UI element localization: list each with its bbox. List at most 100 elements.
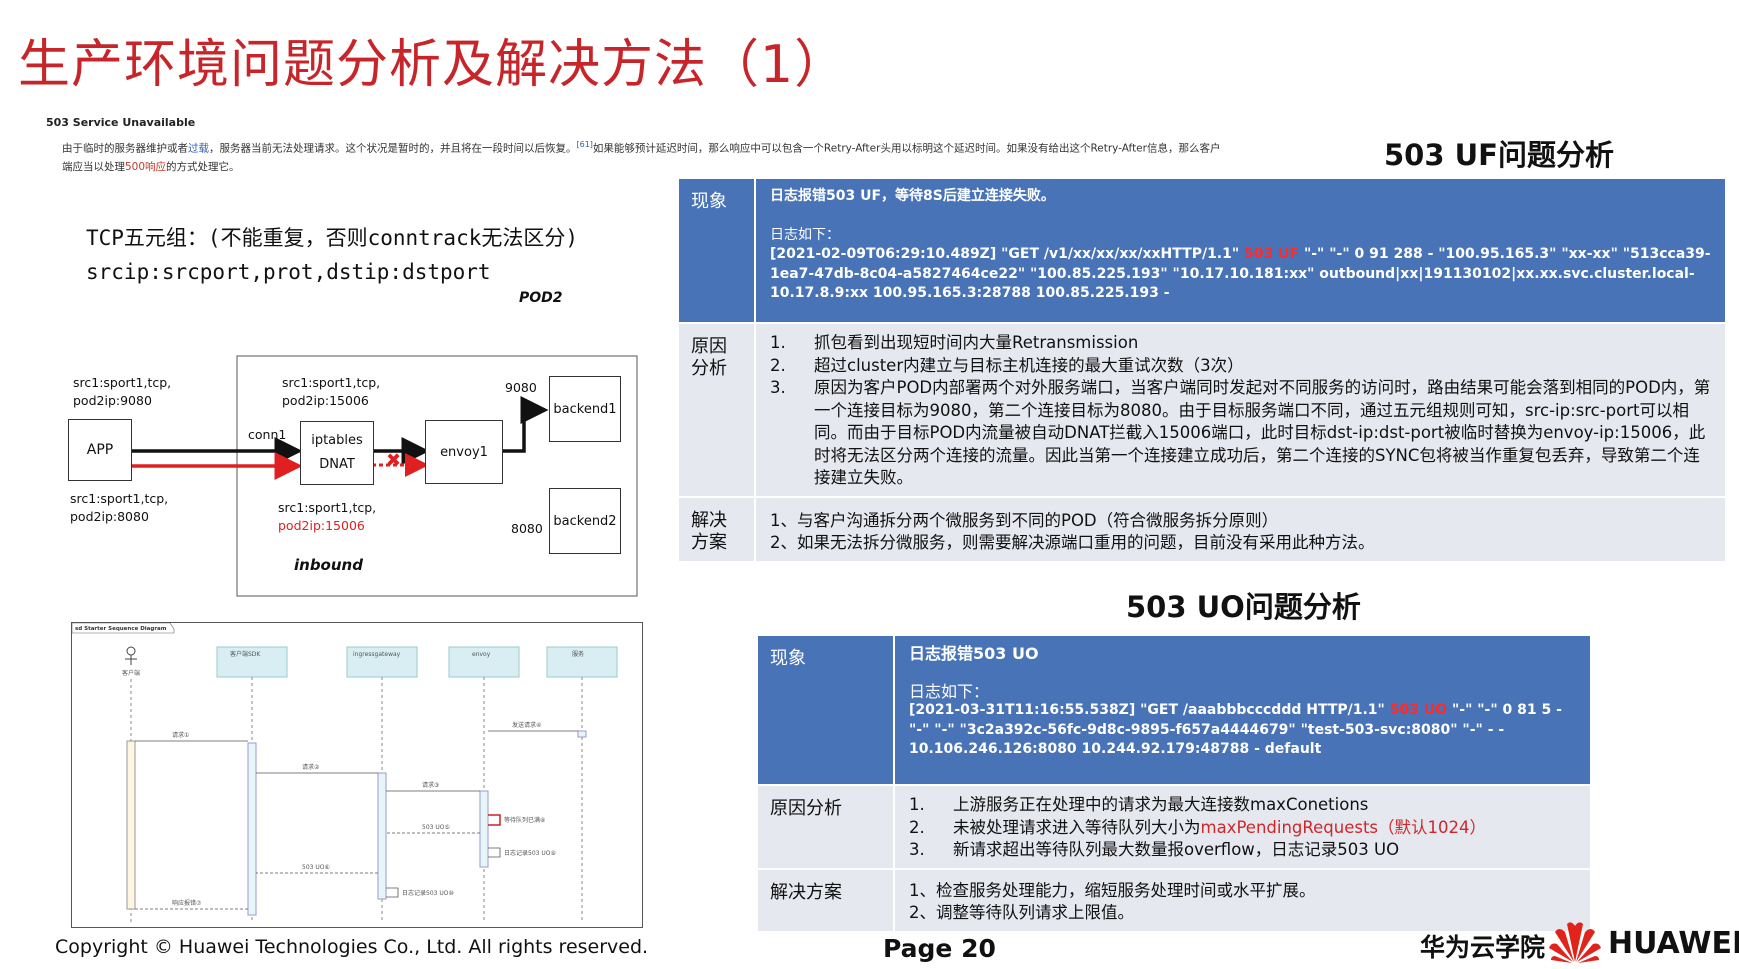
uo-section-title: 503 UO问题分析 [1126,590,1361,624]
tcp-tuple-formula: srcip:srcport,prot,dstip:dstport [86,260,491,284]
uf-log-pre: [2021-02-09T06:29:10.489Z] "GET /v1/xx/x… [770,246,1245,262]
uf-log-intro: 日志如下： [770,226,840,243]
reference-link-overload[interactable]: 过载 [188,142,209,155]
uf-solution-row: 解决 方案 1、与客户沟通拆分两个微服务到不同的POD（符合微服务拆分原则） 2… [679,495,1725,561]
seq-frame-title: sd Starter Sequence Diagram [75,626,167,632]
iptables-src-top-line1: src1:sport1,tcp, [282,375,381,390]
seq-msg-9: 日志记录503 UO⑨ [504,849,556,857]
uf-phenomenon-text: 日志报错503 UF，等待8S后建立连接失败。 [770,188,1055,204]
uf-section-title: 503 UF问题分析 [1384,138,1614,172]
blocked-x-icon: ✖ [386,450,402,471]
uf-cause-row: 原因 分析 1. 抓包看到出现短时间内大量Retransmission 2.超过c… [679,322,1725,497]
uf-cause-label: 原因 分析 [679,322,756,497]
seq-actor-label: 客户端 [122,669,140,677]
seq-msg-10: 日志记录503 UO⑩ [402,889,454,897]
uo-cause-text: 上游服务正在处理中的请求为最大连接数maxConetions [953,795,1369,814]
app-src-bottom: src1:sport1,tcp, pod2ip:8080 [70,490,168,526]
uo-cause-item: 3. 新请求超出等待队列最大数量报overflow，日志记录503 UO [909,839,1578,862]
reference-line1-b: ，服务器当前无法处理请求。这个状况是暂时的，并且将在一段时间以后恢复。 [209,142,577,155]
conn1-label: conn1 [248,427,287,442]
seq-msg-1: 请求① [172,731,189,739]
huawei-logo-icon [1547,920,1603,964]
seq-participant-sdk: 客户端SDK [230,650,261,658]
uo-solution-item: 1、检查服务处理能力，缩短服务处理时间或水平扩展。 [909,880,1316,900]
uo-phenomenon-label: 现象 [758,636,895,785]
uo-log-pre: [2021-03-31T11:16:55.538Z] "GET /aaabbbc… [909,702,1390,718]
uo-cause-list: 1. 上游服务正在处理中的请求为最大连接数maxConetions 2. 未被处理请… [909,794,1578,862]
uo-cause-item: 1. 上游服务正在处理中的请求为最大连接数maxConetions [909,794,1578,817]
seq-msg-8: 等待队列已满⑧ [504,816,545,824]
uo-log-post: "-" "-" 0 81 5 - "-" "-" "3c2a392c-56fc-… [909,702,1562,757]
reference-cite[interactable]: [61] [576,140,593,149]
uf-log-post: "-" "-" 0 91 288 - "100.95.165.3" "xx-xx… [770,246,1711,301]
uo-cause-text-highlight: maxPendingRequests（默认1024） [1200,817,1487,837]
page-number: Page 20 [883,934,996,963]
iptables-src-top-line2: pod2ip:15006 [282,393,369,408]
iptables-src-bottom-line2: pod2ip:15006 [278,518,365,533]
uf-cause-item: 3. 原因为客户POD内部署两个对外服务端口，当客户端同时发起对不同服务的访问时，… [770,377,1713,490]
iptables-label: iptables [311,433,363,448]
seq-msg-5: 503 UO⑤ [422,824,450,831]
uo-cause-num: 3. [909,840,925,859]
app-src-top-line2: pod2ip:9080 [73,393,152,408]
uo-cause-text-pre: 未被处理请求进入等待队列大小为 [953,817,1201,837]
iptables-box: iptables DNAT [300,421,374,485]
uf-cause-num: 1. [770,333,786,352]
uo-analysis-table: 现象 日志报错503 UO 日志如下： [2021-03-31T11:16:55… [758,636,1590,931]
uf-solution-item: 2、如果无法拆分微服务，则需要解决源端口重用的问题，目前没有采用此种方法。 [770,533,1375,552]
dnat-label: DNAT [319,457,355,472]
uf-solution-cell: 1、与客户沟通拆分两个微服务到不同的POD（符合微服务拆分原则） 2、如果无法拆… [755,495,1725,561]
uf-cause-item: 2.超过cluster内建立与目标主机连接的最大重试次数（3次） [770,355,1713,378]
app-src-top-line1: src1:sport1,tcp, [73,375,172,390]
reference-line2-b: 的方式处理它。 [166,160,240,173]
sequence-diagram-drawing: sd Starter Sequence Diagram 客户端 客户端SDK i… [72,623,618,923]
uf-log-code: 503 UF [1244,246,1300,262]
backend1-box: backend1 [549,376,621,442]
app-src-top: src1:sport1,tcp, pod2ip:9080 [73,374,171,410]
seq-participant-service: 服务 [572,650,584,658]
reference-link-500[interactable]: 500响应 [125,160,167,173]
iptables-src-bottom-line1: src1:sport1,tcp, [278,500,377,515]
seq-msg-2: 请求② [302,763,320,771]
uf-phenomenon-cell: 日志报错503 UF，等待8S后建立连接失败。 日志如下： [2021-02-0… [755,179,1725,323]
reference-heading: 503 Service Unavailable [46,116,196,129]
iptables-src-top: src1:sport1,tcp, pod2ip:15006 [282,374,380,410]
uo-log-intro: 日志如下： [909,681,990,701]
uf-phenomenon-label: 现象 [679,179,756,323]
seq-participant-envoy: envoy [472,651,491,658]
port-8080-label: 8080 [511,521,543,536]
seq-participant-ingress: ingressgateway [353,651,401,658]
uo-solution-item: 2、调整等待队列请求上限值。 [909,903,1134,922]
uf-cause-item: 1. 抓包看到出现短时间内大量Retransmission [770,332,1713,355]
uf-analysis-table: 现象 日志报错503 UF，等待8S后建立连接失败。 日志如下： [2021-0… [679,179,1725,561]
app-box: APP [68,419,132,481]
uo-phenomenon-text: 日志报错503 UO [909,644,1039,663]
uo-cause-text: 新请求超出等待队列最大数量报overflow，日志记录503 UO [953,840,1400,859]
uo-cause-label: 原因分析 [758,784,895,869]
uo-cause-text: 未被处理请求进入等待队列大小为maxPendingRequests（默认1024… [953,817,1486,840]
uo-cause-num: 1. [909,795,925,814]
uo-cause-row: 原因分析 1. 上游服务正在处理中的请求为最大连接数maxConetions 2.… [758,784,1590,869]
uo-phenomenon-cell: 日志报错503 UO 日志如下： [2021-03-31T11:16:55.53… [894,636,1590,785]
uf-cause-text: 抓包看到出现短时间内大量Retransmission [814,333,1139,352]
port-9080-label: 9080 [505,380,537,395]
brand-chinese-name: 华为云学院 [1420,933,1546,962]
app-src-bottom-line2: pod2ip:8080 [70,509,149,524]
uo-phenomenon-row: 现象 日志报错503 UO 日志如下： [2021-03-31T11:16:55… [758,636,1590,785]
uf-solution-item: 1、与客户沟通拆分两个微服务到不同的POD（符合微服务拆分原则） [770,510,1279,530]
uf-log-line: [2021-02-09T06:29:10.489Z] "GET /v1/xx/x… [770,245,1713,304]
uf-cause-text: 原因为客户POD内部署两个对外服务端口，当客户端同时发起对不同服务的访问时，路由… [814,378,1711,487]
uo-log-line: [2021-03-31T11:16:55.538Z] "GET /aaabbbc… [909,701,1578,760]
uf-cause-num: 3. [770,378,786,397]
uf-cause-num: 2. [770,355,786,375]
uf-cause-cell: 1. 抓包看到出现短时间内大量Retransmission 2.超过cluster… [755,322,1725,497]
seq-msg-3: 请求③ [422,781,439,789]
reference-line1-a: 由于临时的服务器维护或者 [62,142,188,155]
iptables-src-bottom: src1:sport1,tcp, pod2ip:15006 [278,499,376,535]
tcp-tuple-heading: TCP五元组：(不能重复，否则conntrack无法区分) [86,226,579,250]
uo-cause-num: 2. [909,817,925,837]
seq-msg-4: 发送请求④ [512,721,541,729]
envoy-to-backend1 [502,396,549,453]
uf-solution-label: 解决 方案 [679,495,756,561]
copyright-text: Copyright © Huawei Technologies Co., Ltd… [55,936,649,958]
